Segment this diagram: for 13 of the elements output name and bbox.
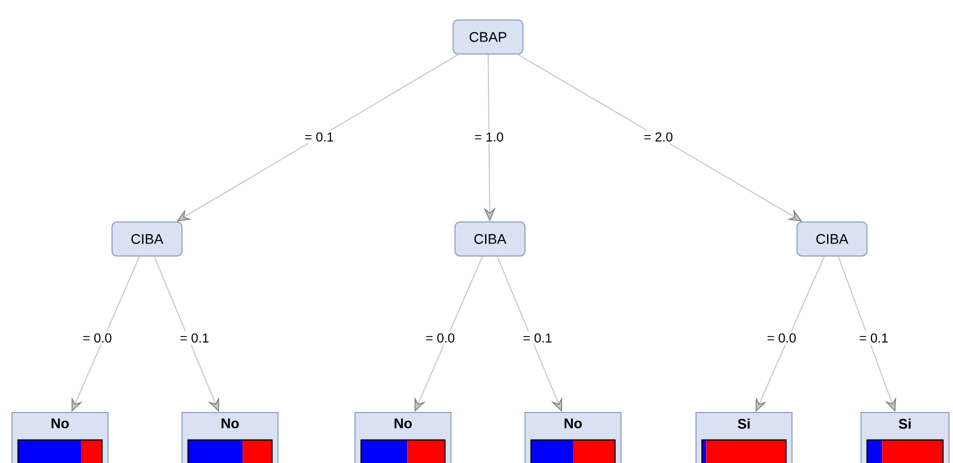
edge-label: = 0.0 xyxy=(424,331,457,345)
edge-label: = 2.0 xyxy=(642,130,675,144)
split-node: CIBA xyxy=(796,222,868,256)
edge-label: = 0.1 xyxy=(302,130,336,144)
edge-label: = 0.0 xyxy=(765,331,798,345)
edge-label: = 0.1 xyxy=(520,331,554,345)
split-node: CIBA xyxy=(454,222,526,256)
split-node: CIBA xyxy=(112,222,183,256)
edge-label: = 0.0 xyxy=(80,331,114,345)
edge-label: = 0.1 xyxy=(857,331,890,345)
split-node: CBAP xyxy=(452,20,524,54)
edge-label: = 1.0 xyxy=(472,130,506,144)
edge-label: = 0.1 xyxy=(178,331,212,345)
